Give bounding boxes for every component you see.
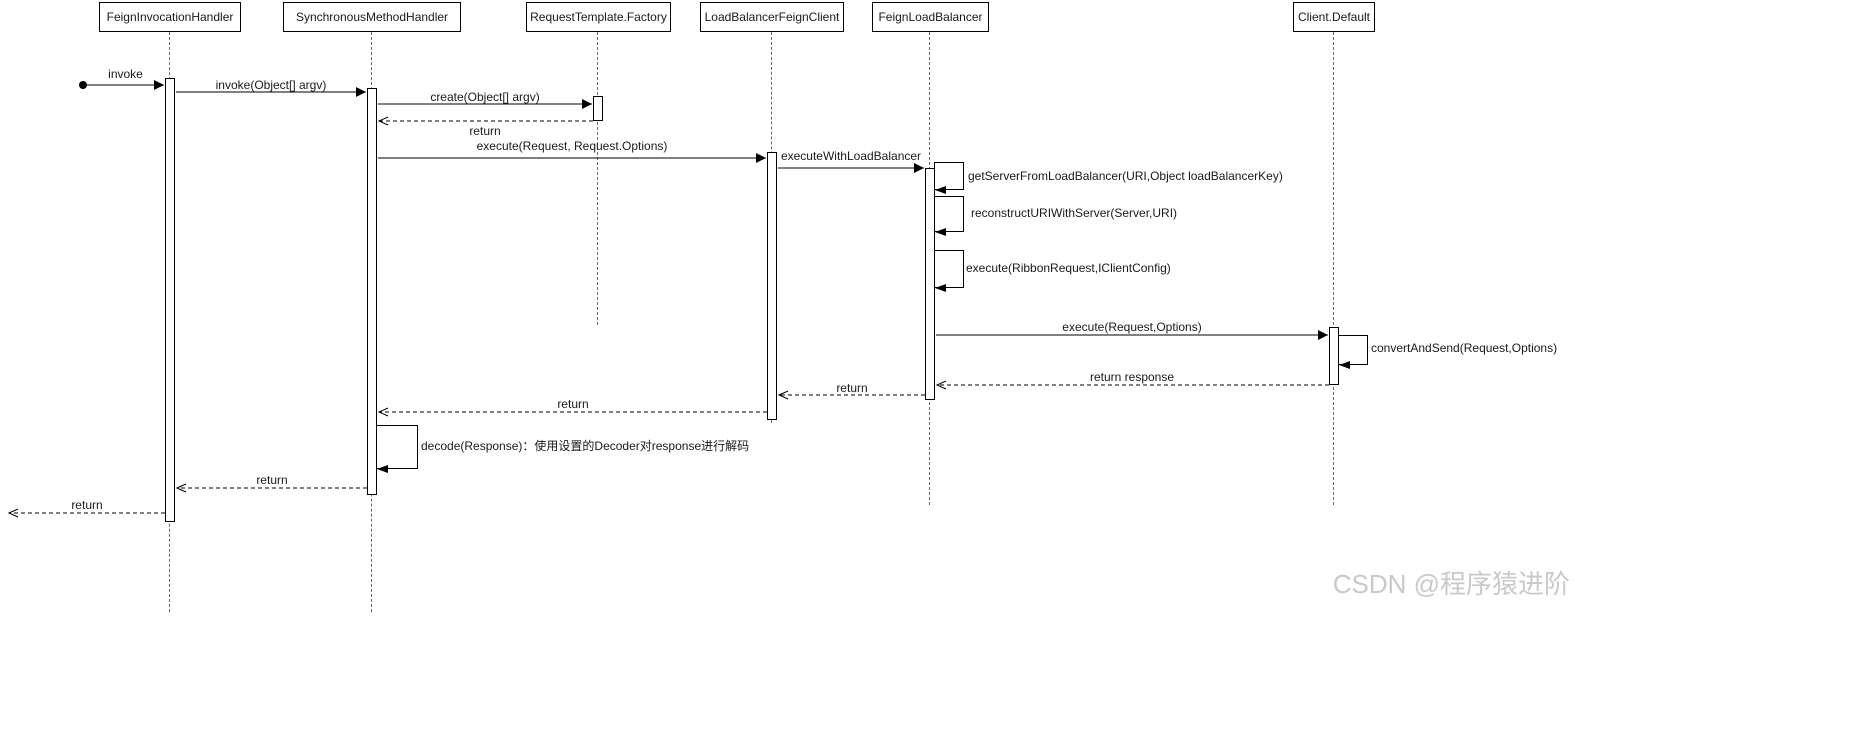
- participant-feign-invocation-handler: FeignInvocationHandler: [99, 2, 241, 32]
- message-label-execute-request: execute(Request, Request.Options): [476, 139, 668, 153]
- activation-synchronous-method-handler: [367, 88, 377, 495]
- lifeline-client-default: [1333, 32, 1334, 505]
- activation-feign-invocation-handler: [165, 78, 175, 522]
- csdn-watermark: CSDN @程序猿进阶: [1332, 569, 1570, 599]
- participant-label: SynchronousMethodHandler: [295, 10, 449, 24]
- message-label-execute-ribbon: execute(RibbonRequest,IClientConfig): [966, 261, 1171, 275]
- message-label-return-to-method-handler: return: [557, 397, 589, 411]
- message-label-get-server: getServerFromLoadBalancer(URI,Object loa…: [968, 169, 1283, 183]
- participant-feign-load-balancer: FeignLoadBalancer: [872, 2, 989, 32]
- message-label-decode: decode(Response)：使用设置的Decoder对response进行…: [421, 439, 750, 453]
- participant-label: FeignInvocationHandler: [106, 10, 234, 24]
- message-label-return-response: return response: [1089, 370, 1175, 384]
- message-label-return-create: return: [469, 124, 501, 138]
- message-label-return-to-lb-client: return: [836, 381, 868, 395]
- selfcall-box-execute-ribbon: [934, 250, 964, 288]
- participant-label: LoadBalancerFeignClient: [704, 10, 840, 24]
- start-node: [79, 81, 87, 89]
- message-label-invoke-argv: invoke(Object[] argv): [215, 78, 327, 92]
- participant-label: Client.Default: [1297, 10, 1371, 24]
- selfcall-box-get-server: [934, 162, 964, 190]
- message-label-return-to-invocation-handler: return: [256, 473, 288, 487]
- participant-request-template-factory: RequestTemplate.Factory: [526, 2, 671, 32]
- message-label-invoke: invoke: [108, 67, 143, 81]
- selfcall-box-reconstruct-uri: [934, 196, 964, 232]
- participant-label: FeignLoadBalancer: [878, 10, 983, 24]
- lifeline-request-template-factory: [597, 32, 598, 325]
- message-label-create-argv: create(Object[] argv): [430, 90, 540, 104]
- message-label-execute-client: execute(Request,Options): [1062, 320, 1202, 334]
- message-label-execute-with-lb: executeWithLoadBalancer: [780, 149, 922, 163]
- participant-label: RequestTemplate.Factory: [530, 10, 667, 24]
- selfcall-box-decode: [376, 425, 418, 469]
- message-label-reconstruct-uri: reconstructURIWithServer(Server,URI): [971, 206, 1178, 220]
- activation-request-template-factory: [593, 96, 603, 121]
- selfcall-box-convert-and-send: [1338, 335, 1368, 365]
- participant-synchronous-method-handler: SynchronousMethodHandler: [283, 2, 461, 32]
- message-label-return-final: return: [71, 498, 103, 512]
- message-label-convert-and-send: convertAndSend(Request,Options): [1371, 341, 1558, 355]
- participant-load-balancer-feign-client: LoadBalancerFeignClient: [700, 2, 844, 32]
- activation-load-balancer-feign-client: [767, 152, 777, 420]
- participant-client-default: Client.Default: [1293, 2, 1375, 32]
